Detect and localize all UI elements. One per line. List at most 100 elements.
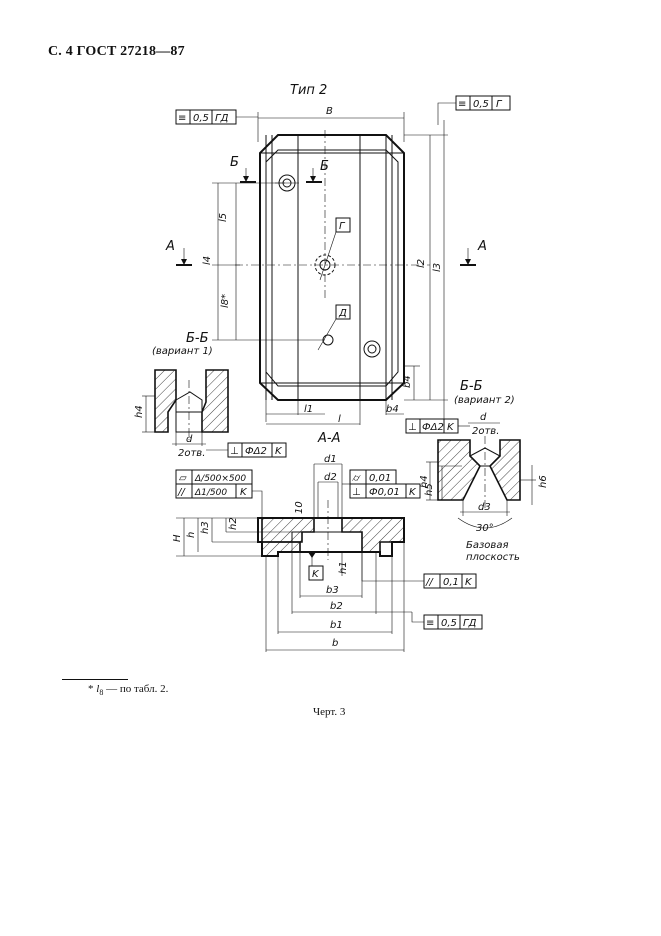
svg-text:Г: Г [496,99,503,110]
dim-h2: h2 [228,517,239,530]
footnote: * l8 — по табл. 2. [88,683,168,697]
section-B-left: Б [230,155,239,170]
svg-text:ГД: ГД [215,113,229,124]
page-header: С. 4 ГОСТ 27218—87 [48,44,185,59]
dim-h: h [186,532,197,538]
svg-text:ГД: ГД [463,618,477,629]
svg-text:≡: ≡ [426,618,434,629]
dim-l: l [338,414,341,425]
two-holes-left: 2отв. [178,448,205,459]
svg-text:ФΔ2: ФΔ2 [245,446,267,457]
svg-text:⌭: ⌭ [352,473,361,484]
dim-d2: d2 [324,472,337,483]
dim-b4: b4 [386,404,399,415]
footnote-text: — по табл. 2. [103,683,169,695]
dim-l5: l5 [218,213,229,222]
section-BB-v1-variant: (вариант 1) [152,346,213,357]
dim-l3: l3 [432,263,443,272]
dim-b1: b1 [330,620,343,631]
frame-cyl: ⌭ 0,01 [349,469,397,485]
datum-D: Д [338,308,347,319]
svg-text://: // [177,487,186,498]
datum-K: K [312,569,320,580]
dim-l1: l1 [304,404,313,415]
svg-text:≡: ≡ [178,113,186,124]
dim-b: b [332,638,338,649]
plate-top-view [259,134,405,401]
dim-h3: h3 [200,521,211,534]
section-BB-variant-2 [437,436,521,510]
dim-10: 10 [294,501,305,514]
dim-d-right: d [480,412,487,423]
base-plane-line2: плоскость [466,552,520,563]
svg-text:0,5: 0,5 [441,618,457,629]
svg-text:ФΔ2: ФΔ2 [422,422,444,433]
dim-b4-vert: b4 [402,375,413,388]
frame-par-01: // 0,1 K [361,552,477,589]
svg-text:0,5: 0,5 [473,99,489,110]
svg-text:⊥: ⊥ [352,487,361,498]
svg-text:0,01: 0,01 [369,473,391,484]
frame-parallel: // Δ1/500 K [175,483,263,518]
hole-center [314,254,336,276]
angle-30: 30° [476,523,494,534]
dim-h1: h1 [338,561,349,574]
frame-sym-GD-bot: ≡ 0,5 ГД [423,614,483,630]
dim-d-left: d [186,434,193,445]
section-A-right: A [477,239,487,254]
base-plane-line1: Базовая [466,540,508,551]
dim-h6: h6 [538,475,549,488]
footnote-rule [62,679,128,680]
svg-text:⊥: ⊥ [230,446,239,457]
dim-h5: h5 [424,483,435,496]
svg-text:K: K [409,487,417,498]
dim-d1: d1 [324,454,337,465]
dim-b3: b3 [326,585,339,596]
section-BB-v1-title: Б-Б [186,331,209,346]
footnote-subscript: 8 [99,688,104,698]
svg-text:⊥: ⊥ [408,422,417,433]
section-B-right: Б [320,159,329,174]
svg-text:Ф0,01: Ф0,01 [369,487,400,498]
svg-text:▱: ▱ [179,473,187,484]
svg-text:K: K [240,487,248,498]
type-title: Тип 2 [290,83,327,98]
svg-text://: // [425,577,434,588]
dim-d3: d3 [478,502,491,513]
dim-h4-left: h4 [134,405,145,418]
frame-perp-2: ⊥ ФΔ2 K [405,418,470,434]
dim-l4: l4 [202,256,213,265]
dim-B: B [326,106,333,117]
frame-perp-3: ⊥ Ф0,01 K [342,483,421,499]
frame-perp-1: ⊥ ФΔ2 K [206,442,287,458]
frame-flatness: ▱ Δ/500×500 [175,469,253,485]
dim-b2: b2 [330,601,343,612]
svg-text:≡: ≡ [458,99,466,110]
section-BB-v2-variant: (вариант 2) [454,395,515,406]
datum-G: Г [339,221,346,232]
dim-l8: l8* [220,294,231,308]
section-AA-body [257,500,405,560]
figure-caption: Черт. 3 [313,706,346,718]
dim-h4-right: h4 [419,475,430,488]
section-AA-title: A-A [317,431,340,446]
section-BB-v2-title: Б-Б [460,379,483,394]
section-A-left: A [165,239,175,254]
svg-text:K: K [447,422,455,433]
frame-sym-G-top: ≡ 0,5 Г [437,95,511,125]
svg-text:Δ1/500: Δ1/500 [194,488,227,498]
frame-sym-GD-top: ≡ 0,5 ГД [175,109,258,125]
dim-l2: l2 [416,259,427,268]
footnote-symbol: l [96,683,100,695]
section-BB-variant-1 [154,369,229,440]
two-holes-right: 2отв. [472,426,499,437]
hole-bottom-right [363,340,381,358]
svg-text:0,1: 0,1 [443,577,459,588]
svg-text:0,5: 0,5 [193,113,209,124]
svg-text:Δ/500×500: Δ/500×500 [194,474,246,484]
dim-H: H [172,534,183,542]
svg-text:K: K [275,446,283,457]
footnote-marker: * [88,683,94,695]
svg-text:K: K [465,577,473,588]
